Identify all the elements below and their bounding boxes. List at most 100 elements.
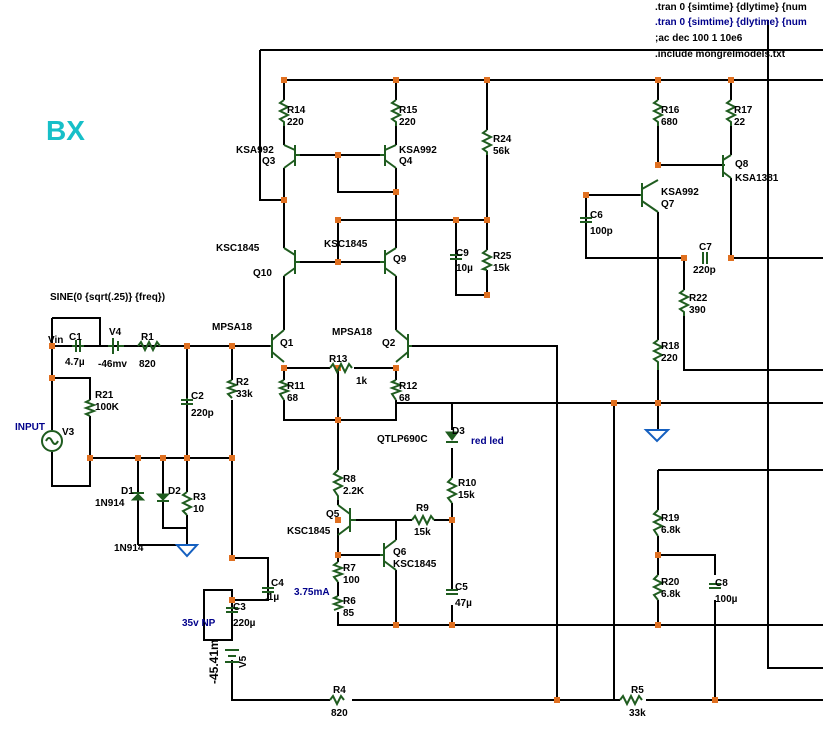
model-q6: KSC1845 [393, 559, 437, 570]
label-r7: R7 [343, 563, 356, 574]
model-q8: KSA1381 [735, 173, 779, 184]
label-r13: R13 [329, 354, 348, 365]
value-c1: 4.7µ [65, 357, 85, 368]
label-q2: Q2 [382, 338, 396, 349]
value-r14: 220 [287, 117, 304, 128]
net-label-vin: Vin [48, 335, 63, 346]
value-r6: 85 [343, 608, 355, 619]
junctions [49, 77, 734, 703]
label-r17: R17 [734, 105, 753, 116]
value-d2: 1N914 [114, 543, 144, 554]
labels: BX .tran 0 {simtime} {dlytime} {num .tra… [15, 2, 807, 719]
value-r25: 15k [493, 263, 510, 274]
label-c8: C8 [715, 578, 728, 589]
label-c3: C3 [233, 602, 246, 613]
value-r22: 390 [689, 305, 706, 316]
value-r9: 15k [414, 527, 431, 538]
label-r9: R9 [416, 503, 429, 514]
label-q10: Q10 [253, 268, 272, 279]
label-c5: C5 [455, 582, 468, 593]
label-r20: R20 [661, 577, 680, 588]
model-q7: KSA992 [661, 187, 699, 198]
value-c9: 10µ [456, 263, 473, 274]
label-r21: R21 [95, 390, 114, 401]
value-d1: 1N914 [95, 498, 125, 509]
label-c4: C4 [271, 578, 284, 589]
model-q3: KSA992 [236, 145, 274, 156]
directive-tran-1: .tran 0 {simtime} {dlytime} {num [655, 2, 807, 13]
label-r4: R4 [333, 685, 346, 696]
model-q9: KSC1845 [324, 239, 368, 250]
label-d3: D3 [452, 426, 465, 437]
directive-ac: ;ac dec 100 1 10e6 [655, 33, 743, 44]
value-r17: 22 [734, 117, 746, 128]
label-q7: Q7 [661, 199, 675, 210]
value-c5: 47µ [455, 598, 472, 609]
value-d3: QTLP690C [377, 434, 428, 445]
value-v5: -45.41m [207, 639, 221, 684]
value-r11: 68 [287, 393, 299, 404]
label-c9: C9 [456, 248, 469, 259]
value-r12: 68 [399, 393, 411, 404]
label-c2: C2 [191, 391, 204, 402]
label-r1: R1 [141, 332, 154, 343]
label-r22: R22 [689, 293, 708, 304]
value-r19: 6.8k [661, 525, 681, 536]
label-c7: C7 [699, 242, 712, 253]
label-r3: R3 [193, 492, 206, 503]
value-r4: 820 [331, 708, 348, 719]
schematic-title: BX [46, 115, 85, 146]
label-r14: R14 [287, 105, 306, 116]
annotation-cap-note: 35v NP [182, 618, 216, 629]
value-c2: 220p [191, 408, 214, 419]
label-d2: D2 [168, 486, 181, 497]
diodes [130, 431, 459, 502]
label-q4: Q4 [399, 156, 413, 167]
value-c3: 220µ [233, 618, 256, 629]
value-r7: 100 [343, 575, 360, 586]
label-r19: R19 [661, 513, 680, 524]
label-q6: Q6 [393, 547, 407, 558]
label-r18: R18 [661, 341, 680, 352]
value-c6: 100p [590, 226, 613, 237]
grounds [174, 429, 671, 558]
value-r20: 6.8k [661, 589, 681, 600]
label-q5: Q5 [326, 509, 340, 520]
label-r5: R5 [631, 685, 644, 696]
value-r5: 33k [629, 708, 646, 719]
label-r24: R24 [493, 134, 512, 145]
label-r10: R10 [458, 478, 477, 489]
model-q2: MPSA18 [332, 327, 372, 338]
model-q4: KSA992 [399, 145, 437, 156]
transistors [270, 144, 732, 571]
directive-include: .include mongrelmodels.txt [655, 49, 786, 60]
net-label-input: INPUT [15, 422, 45, 433]
model-q10: KSC1845 [216, 243, 260, 254]
label-r16: R16 [661, 105, 680, 116]
value-r24: 56k [493, 146, 510, 157]
label-r6: R6 [343, 596, 356, 607]
value-r15: 220 [399, 117, 416, 128]
value-c4: .1µ [265, 592, 279, 603]
capacitors [72, 217, 721, 613]
label-r2: R2 [236, 377, 249, 388]
label-q8: Q8 [735, 159, 749, 170]
value-v4: -46mv [98, 359, 127, 370]
label-d1: D1 [121, 486, 134, 497]
annotation-led-note: red led [471, 436, 504, 447]
value-r21: 100K [95, 402, 120, 413]
label-c6: C6 [590, 210, 603, 221]
label-r15: R15 [399, 105, 418, 116]
label-r11: R11 [287, 381, 305, 392]
label-q9: Q9 [393, 254, 407, 265]
label-c1: C1 [69, 332, 82, 343]
label-v5: V5 [238, 655, 249, 668]
value-r18: 220 [661, 353, 678, 364]
value-r16: 680 [661, 117, 678, 128]
value-r3: 10 [193, 504, 205, 515]
value-c8: 100µ [715, 594, 738, 605]
label-v4: V4 [109, 327, 122, 338]
model-q5: KSC1845 [287, 526, 331, 537]
